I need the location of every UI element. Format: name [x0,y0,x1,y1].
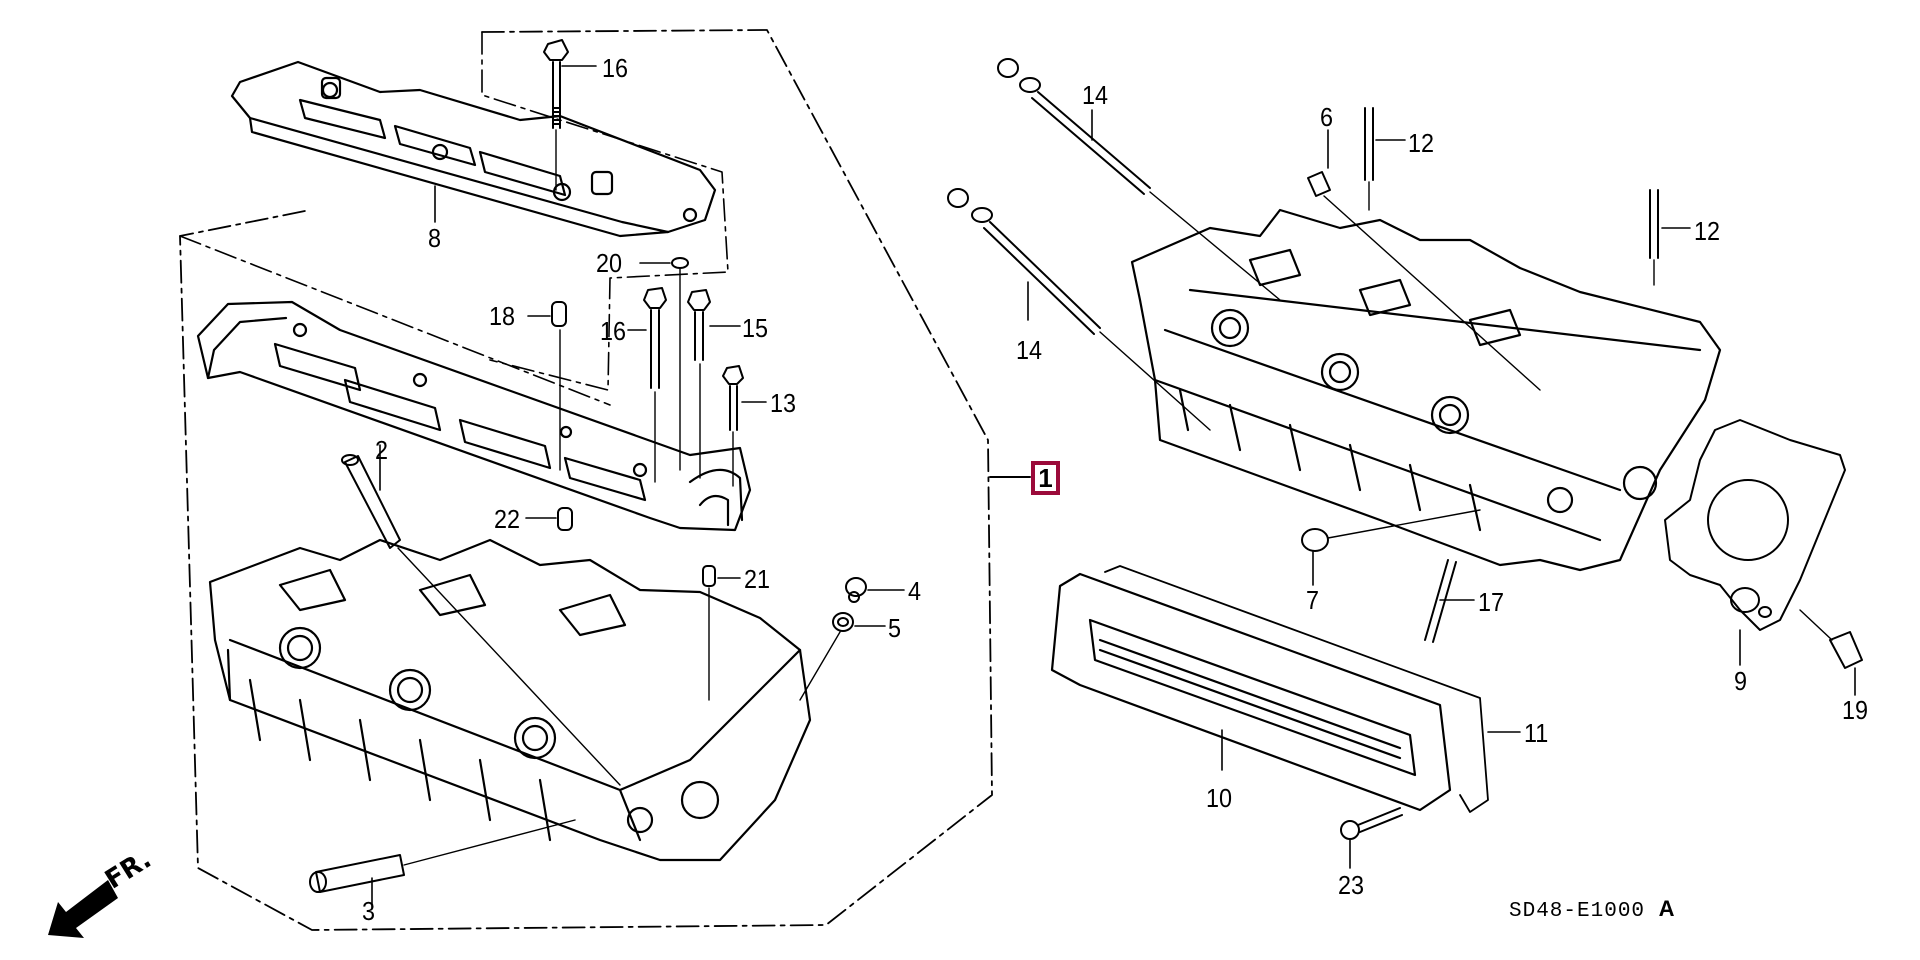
callout-label-4[interactable]: 4 [908,576,922,606]
assembly-boundary [179,29,993,931]
part-17-stud [1424,559,1475,643]
callout-label-14-lower[interactable]: 14 [1016,335,1043,365]
callout-label-12[interactable]: 12 [1408,128,1435,158]
callout-label-6[interactable]: 6 [1320,102,1334,132]
diagram-code-suffix: A [1658,896,1676,921]
callout-label-5[interactable]: 5 [888,613,902,643]
part-21-dowel [702,565,741,701]
lower-cylinder-head [208,538,812,862]
callout-label-2[interactable]: 2 [375,435,389,465]
assembly-callout-1[interactable]: 1 [1031,461,1060,495]
callout-label-23[interactable]: 23 [1338,870,1365,900]
part-7-plug [1301,509,1481,586]
callout-label-13[interactable]: 13 [770,388,797,418]
part-14-head-bolt-a [997,58,1281,301]
callout-label-9[interactable]: 9 [1734,666,1748,696]
part-8-camshaft-holder [230,60,717,238]
diagram-code-text: SD48-E1000 [1509,900,1646,923]
part-16-bolt-top [543,39,597,191]
right-cylinder-head [1130,208,1722,572]
part-12-stud-a [1364,107,1406,211]
callout-label-3[interactable]: 3 [362,896,376,926]
part-19-dowel [1799,609,1863,696]
diagram-code: SD48-E1000 A [1509,896,1676,923]
callout-label-21[interactable]: 21 [744,564,771,594]
callout-label-10[interactable]: 10 [1206,783,1233,813]
part-9-head-gasket [1664,419,1846,666]
part-3-valve-guide [309,819,576,909]
callout-label-7[interactable]: 7 [1306,585,1320,615]
part-22-dowel [525,507,573,531]
front-direction-arrow-icon [48,880,118,938]
middle-camshaft-holder [196,300,752,532]
part-18-dowel [527,301,567,471]
callout-label-11[interactable]: 11 [1524,718,1549,748]
callout-label-15[interactable]: 15 [742,313,769,343]
part-10-cover [1050,572,1452,812]
part-16-bolt-middle [627,287,667,483]
callout-label-19[interactable]: 19 [1842,695,1869,725]
part-15-bolt [687,289,741,479]
part-23-bolt [1340,807,1403,869]
part-13-bolt [722,365,767,487]
callout-label-22[interactable]: 22 [494,504,521,534]
callout-label-17[interactable]: 17 [1478,587,1505,617]
subgroup-boundary [481,31,729,391]
part-5-washer [799,612,886,701]
part-12-stud-b [1649,189,1691,286]
callout-label-16-middle[interactable]: 16 [600,316,627,346]
part-4-plug [845,577,905,603]
callout-label-18[interactable]: 18 [489,301,516,331]
part-20-washer [639,257,689,471]
callout-label-12-right[interactable]: 12 [1694,216,1721,246]
part-11-gasket [1104,565,1521,813]
part-2-valve-guide [341,444,621,786]
callout-label-20[interactable]: 20 [596,248,623,278]
callout-label-16[interactable]: 16 [602,53,629,83]
callout-label-14[interactable]: 14 [1082,80,1109,110]
part-14-head-bolt-b [947,188,1211,431]
part-6-plug [1307,129,1541,391]
callout-label-8[interactable]: 8 [428,223,442,253]
